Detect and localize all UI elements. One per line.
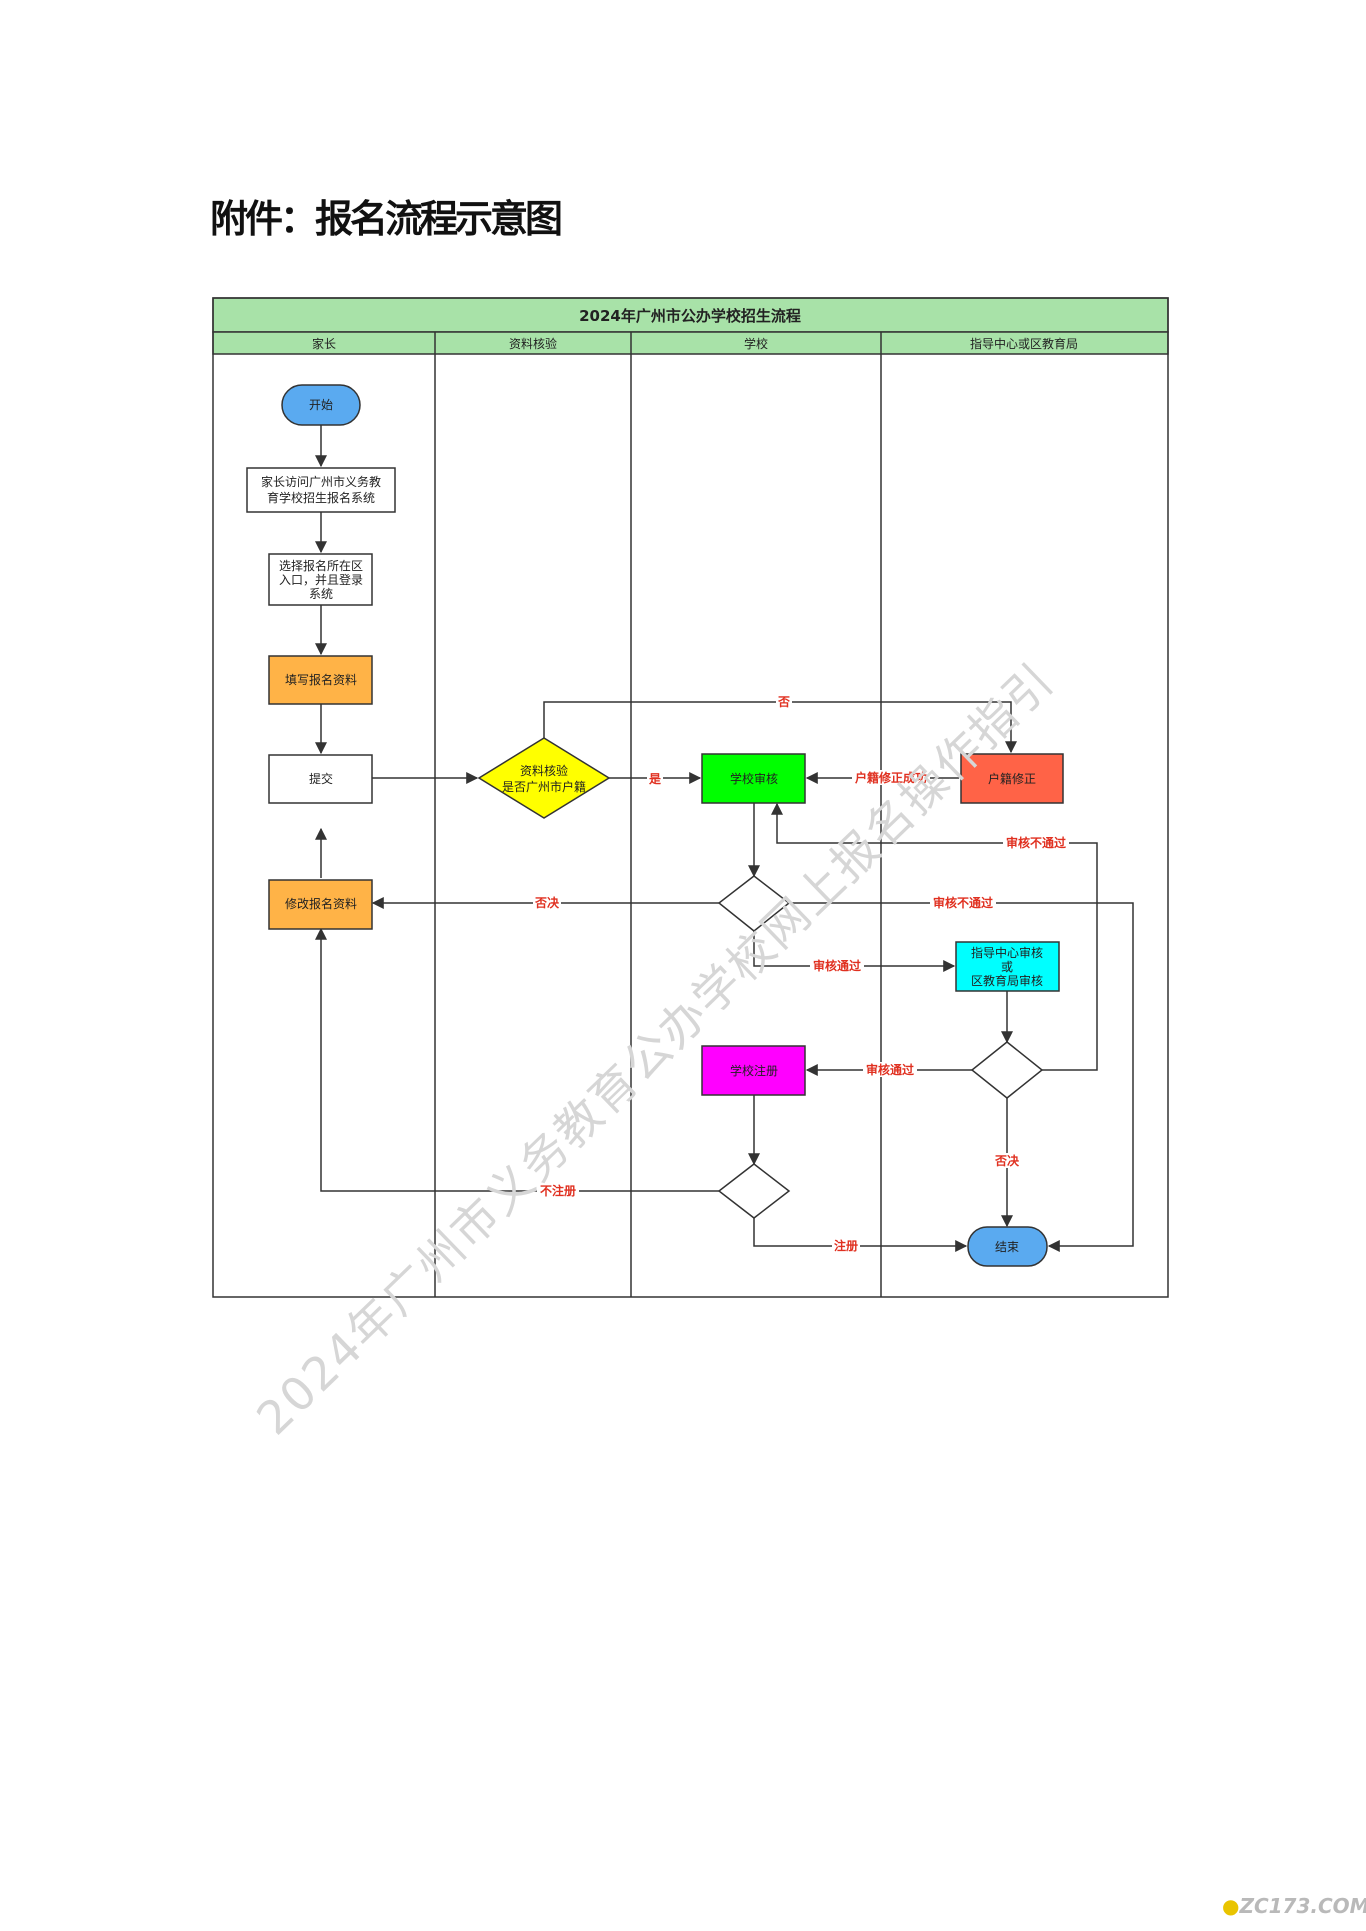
edge-label-yes: 是: [648, 772, 662, 786]
edge-label-bg: [533, 895, 561, 910]
select-label-line2: 入口，并且登录: [279, 572, 363, 587]
edge-label-reject-left: 否决: [534, 895, 560, 910]
edge-label-review-fail-right: 审核不通过: [933, 895, 993, 910]
logo-dots-icon: ●: [1222, 1894, 1240, 1918]
edge-label-bg: [930, 895, 996, 910]
school-register-node: [701, 1045, 806, 1096]
center-label-line3: 区教育局审核: [971, 973, 1043, 988]
edge-label-bg: [647, 771, 663, 786]
diagram-title-bar: [212, 297, 1169, 333]
school-decision-node: [717, 875, 791, 932]
edge-label-huji-success: 户籍修正成功: [855, 770, 927, 785]
end-node: [967, 1226, 1048, 1267]
visit-system-node: [246, 467, 396, 513]
lane-label-center: 指导中心或区教育局: [970, 336, 1078, 351]
start-node: [281, 384, 361, 426]
edge-label-bg: [810, 958, 864, 973]
verify-label-line2: 是否广州市户籍: [502, 779, 586, 794]
site-logo: ●ZC173.COM: [1222, 1894, 1366, 1918]
edge-label-bg: [852, 770, 930, 785]
page-title: 附件：报名流程示意图: [210, 197, 563, 241]
edge-label-bg: [776, 694, 792, 709]
lane-label-verify: 资料核验: [509, 336, 557, 351]
site-logo-text: ZC173.COM: [1239, 1894, 1366, 1918]
edge-label-bg: [832, 1238, 860, 1253]
center-review-node: [955, 941, 1060, 992]
center-decision-node: [970, 1041, 1044, 1099]
register-decision-node: [717, 1163, 791, 1219]
select-label-line3: 系统: [309, 587, 333, 601]
fill-label: 填写报名资料: [285, 672, 357, 687]
edge-not-register: [315, 927, 719, 1192]
edge-label-register: 注册: [834, 1238, 858, 1253]
edge-label-review-fail-top: 审核不通过: [1006, 835, 1066, 850]
edge-label-bg: [1003, 835, 1069, 850]
huji-fix-node: [960, 753, 1064, 804]
verify-label-line1: 资料核验: [520, 763, 568, 778]
edge-verify-no: [543, 701, 1017, 754]
lane-label-parent: 家长: [312, 336, 336, 351]
school-review-label: 学校审核: [730, 771, 778, 786]
edge-label-no: 否: [777, 695, 790, 709]
edge-label-bg: [863, 1062, 917, 1077]
school-review-node: [701, 753, 806, 804]
select-district-node: [268, 553, 373, 606]
submit-label: 提交: [309, 771, 333, 786]
edge-label-bg: [537, 1183, 579, 1198]
lane-label-school: 学校: [744, 336, 768, 351]
center-label-line1: 指导中心审核: [971, 945, 1043, 960]
center-label-line2: 或: [1001, 960, 1013, 974]
edge-label-not-register: 不注册: [540, 1183, 576, 1198]
edge-register: [753, 1218, 968, 1252]
school-register-label: 学校注册: [730, 1063, 778, 1078]
edge-label-review-pass-2: 审核通过: [866, 1062, 914, 1077]
verify-decision-node: [477, 737, 611, 819]
edge-label-review-pass-1: 审核通过: [813, 958, 861, 973]
modify-info-node: [268, 879, 373, 930]
diagram-border: [212, 297, 1169, 1298]
visit-label-line2: 育学校招生报名系统: [267, 490, 375, 505]
start-label: 开始: [309, 398, 333, 412]
fill-info-node: [268, 655, 373, 705]
huji-fix-label: 户籍修正: [988, 771, 1036, 786]
edge-label-reject-down: 否决: [994, 1153, 1020, 1168]
visit-label-line1: 家长访问广州市义务教: [261, 474, 381, 489]
submit-node: [268, 754, 373, 804]
edge-label-bg: [993, 1153, 1021, 1168]
swimlane-frame: [212, 297, 1169, 1298]
edge-review-pass-1: [753, 931, 956, 972]
edge-review-fail-top: [771, 802, 1098, 1071]
diagram-title: 2024年广州市公办学校招生流程: [579, 307, 801, 325]
modify-label: 修改报名资料: [285, 896, 357, 911]
end-label: 结束: [995, 1240, 1019, 1254]
select-label-line1: 选择报名所在区: [279, 558, 363, 573]
